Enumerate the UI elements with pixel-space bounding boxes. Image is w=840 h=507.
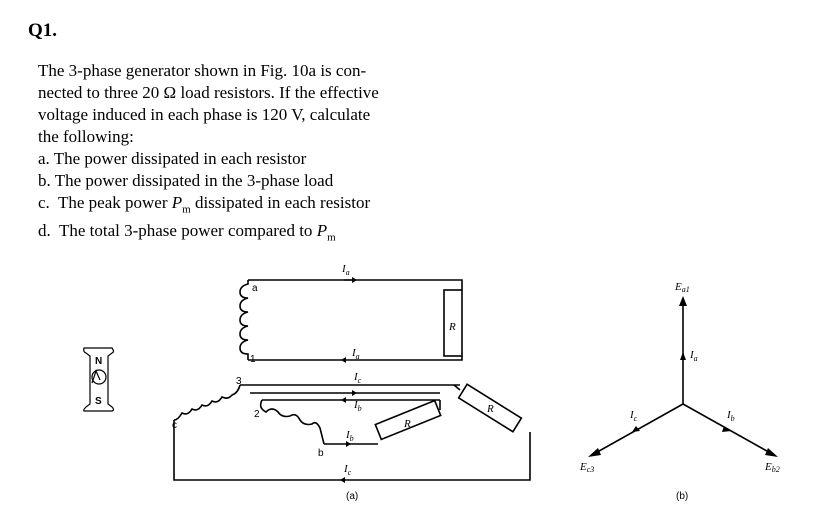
magnet-south-label: S [95,396,102,407]
coil-a: a 1 [239,280,258,365]
current-ia-mid-label: Ia [351,347,360,361]
phasor-ib-label: Ib [726,409,735,423]
resistor-c: R [453,383,523,433]
terminal-b-label: b [318,448,324,459]
question-title: Q1. [28,20,58,41]
question-line: voltage induced in each phase is 120 V, … [38,105,371,124]
question-line: The 3-phase generator shown in Fig. 10a … [38,61,367,80]
question-line: nected to three 20 Ω load resistors. If … [38,83,379,102]
terminal-3-label: 3 [236,376,242,387]
resistor-a [443,289,463,357]
coil-b: 2 b [254,399,325,459]
magnet-north-label: N [95,356,102,367]
current-ic-mid-label: Ic [353,371,362,385]
resistor-a-label: R [448,321,456,333]
question-item-a: a. The power dissipated in each resistor [38,149,307,168]
rotor-magnet: N S [83,347,115,412]
question-item-d: d. The total 3-phase power compared to P… [38,221,336,244]
phasor-eb2-label: Eb2 [764,461,780,474]
phasor-ia-label: Ia [689,349,698,363]
phasor-ic-label: Ic [629,409,638,423]
wire-return-a [248,356,463,361]
current-ib-bottom-label: Ib [345,429,354,443]
terminal-2-label: 2 [254,409,260,420]
current-ib-mid-label: Ib [353,399,362,413]
resistor-c-label: R [486,403,494,415]
question-body: The 3-phase generator shown in Fig. 10a … [38,60,478,249]
resistor-b-label: R [403,418,411,430]
question-item-c: c. The peak power Pm dissipated in each … [38,193,371,216]
question-line: the following: [38,127,134,146]
caption-a: (a) [346,491,358,502]
current-ic-bottom-label: Ic [343,463,352,477]
current-ia-top-label: Ia [341,263,350,277]
caption-b: (b) [676,491,688,502]
coil-c: 3 c [172,376,242,431]
question-item-b: b. The power dissipated in the 3-phase l… [38,171,334,190]
resistor-b: R [374,399,442,441]
phasor-ea1-label: Ea1 [674,281,690,294]
wire-top [248,279,463,290]
wire-bottom [173,420,531,481]
terminal-a-label: a [252,283,258,294]
phasor-ec3-label: Ec3 [579,461,594,474]
phasor-diagram: Ea1 Ia Ib Ic Ec3 Eb2 [579,281,780,474]
